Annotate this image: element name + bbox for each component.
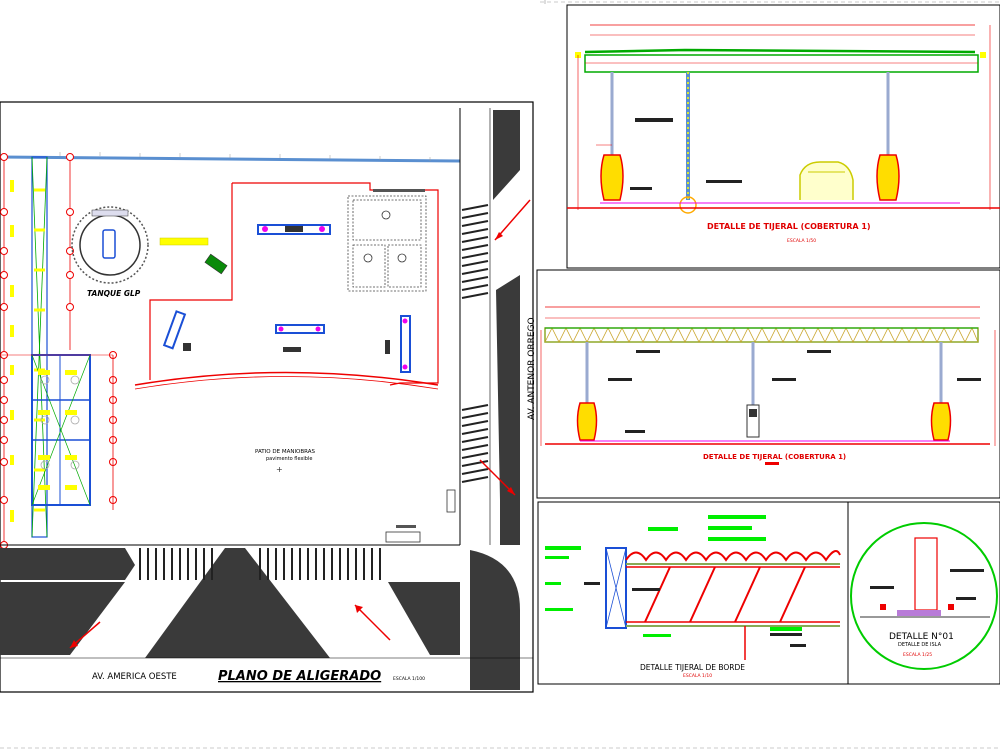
- truss-column: [31, 156, 91, 538]
- detail-2-panel: DETALLE DE TIJERAL (COBERTURA 1): [536, 269, 1000, 499]
- detail-1-title: DETALLE DE TIJERAL (COBERTURA 1): [707, 222, 871, 231]
- pump-bar: [159, 237, 209, 246]
- detail-1-panel: DETALLE DE TIJERAL (COBERTURA 1) ESCALA …: [566, 4, 1000, 269]
- pump-island-2: [275, 324, 325, 352]
- top-beam: [0, 155, 461, 163]
- pump-island-1: [257, 224, 331, 235]
- street-bottom-label: AV. AMERICA OESTE: [92, 672, 177, 682]
- right-road: [459, 108, 531, 545]
- detail-4-subtitle: DETALLE DE ISLA: [898, 642, 942, 648]
- patio-subtitle: pavimento flexible: [266, 456, 312, 462]
- detail-4-title: DETALLE N°01: [889, 632, 954, 642]
- canopy-curve: [134, 371, 439, 386]
- floor-plan: TANQUE GLP: [0, 101, 537, 693]
- svg-text:+: +: [276, 465, 283, 474]
- detail-3-title: DETALLE TIJERAL DE BORDE: [640, 663, 745, 672]
- pump-island-4: [385, 315, 411, 373]
- patio-title: PATIO DE MANIOBRAS: [255, 449, 316, 455]
- tank-label: TANQUE GLP: [87, 289, 141, 298]
- canopy-outline: [149, 182, 439, 386]
- detail-1-scale: ESCALA 1/50: [787, 238, 816, 244]
- equipment-rooms: [347, 195, 427, 292]
- green-equipment: [204, 253, 228, 275]
- street-right-label: AV. ANTENOR ORREGO: [527, 317, 537, 420]
- detail-2-title: DETALLE DE TIJERAL (COBERTURA 1): [703, 453, 846, 461]
- plan-title: PLANO DE ALIGERADO: [218, 669, 381, 684]
- detail-4-scale: ESCALA 1/25: [903, 652, 932, 658]
- pump-island-3: [162, 310, 191, 351]
- detail-4-panel: DETALLE N°01 DETALLE DE ISLA ESCALA 1/25: [847, 501, 1000, 685]
- detail-3-panel: DETALLE TIJERAL DE BORDE ESCALA 1/10: [537, 501, 849, 685]
- plan-scale: ESCALA 1/100: [393, 676, 425, 682]
- detail-3-scale: ESCALA 1/10: [683, 673, 712, 679]
- bottom-road: [0, 489, 533, 690]
- plan-frame: [0, 101, 534, 693]
- lpg-tank: [71, 206, 149, 284]
